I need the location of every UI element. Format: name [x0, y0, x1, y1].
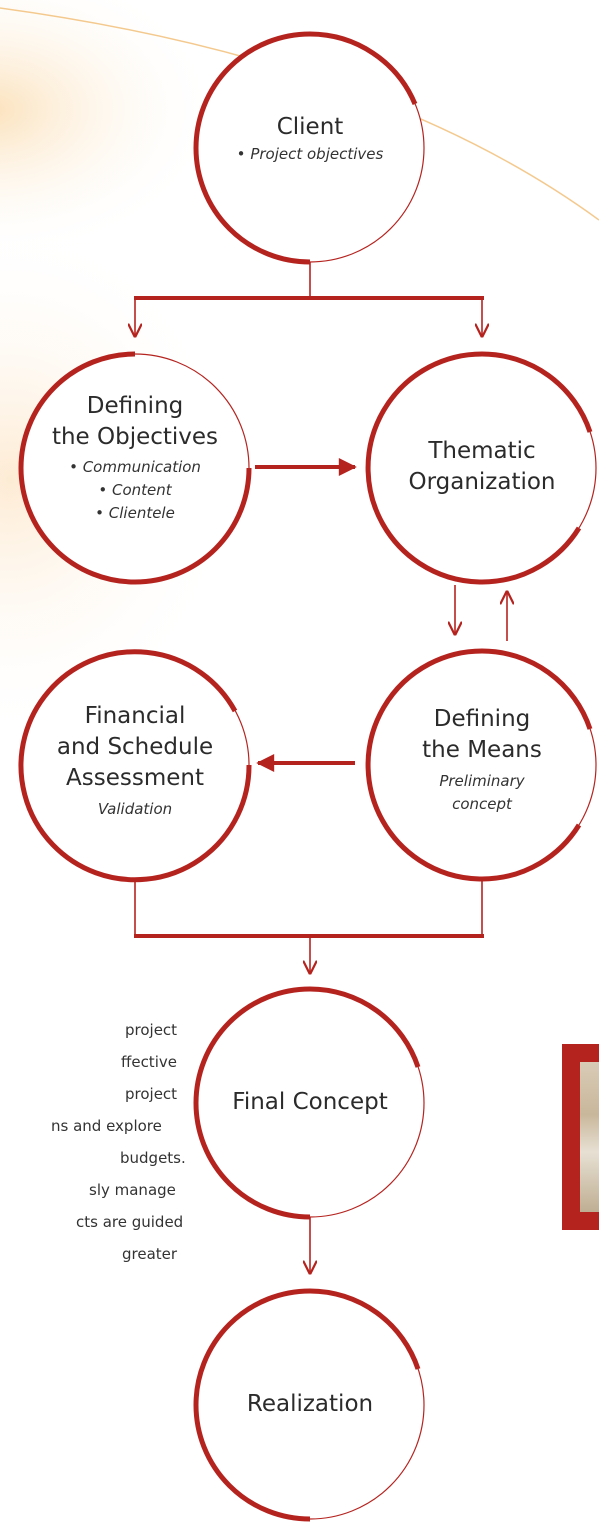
node-means-note-line-1: Preliminary	[439, 772, 525, 790]
bullet-glyph: •	[236, 145, 246, 163]
node-financial-title-line-3: Assessment	[66, 765, 204, 791]
side-text-line-2: ffective	[121, 1053, 177, 1071]
node-means-title-line-2: the Means	[422, 737, 542, 763]
node-thematic: Thematic Organization	[382, 436, 582, 498]
node-financial: Financial and Schedule Assessment Valida…	[35, 701, 235, 821]
connector-merge-to-final	[134, 879, 484, 973]
photo-image	[580, 1062, 599, 1212]
node-financial-note: Validation	[97, 800, 173, 818]
node-final-title: Final Concept	[232, 1089, 388, 1115]
side-text-line-8: greater	[122, 1245, 178, 1263]
node-circle-thematic	[365, 351, 597, 585]
node-realization: Realization	[210, 1389, 410, 1420]
node-client-item: • Project objectives	[236, 145, 384, 163]
photo-frame	[562, 1044, 599, 1230]
node-objectives-title-line-2: the Objectives	[51, 424, 219, 450]
node-circle-means	[365, 648, 597, 882]
node-financial-title-line-2: and Schedule	[56, 734, 214, 760]
side-text-line-5: budgets.	[120, 1149, 185, 1167]
node-client-title: Client	[276, 114, 344, 140]
node-objectives-item-2: • Content	[98, 481, 172, 499]
node-objectives-title-line-1: Defining	[86, 393, 184, 419]
node-circle-objectives	[18, 351, 252, 585]
side-text-line-7: cts are guided	[76, 1213, 184, 1231]
node-means-note-line-2: concept	[452, 795, 512, 813]
node-objectives: Defining the Objectives • Communication …	[35, 391, 235, 525]
node-client: Client • Project objectives	[210, 112, 410, 166]
node-means: Defining the Means Preliminary concept	[382, 704, 582, 816]
side-text-line-1: project	[125, 1021, 178, 1039]
node-objectives-item-1: • Communication	[69, 458, 201, 476]
connector-client-split	[134, 262, 484, 336]
node-circle-client	[193, 31, 425, 265]
side-text-line-4: ns and explore	[51, 1117, 162, 1135]
side-body-text: project ffective project ns and explore …	[0, 1014, 185, 1270]
node-objectives-item-3: • Clientele	[95, 504, 175, 522]
node-financial-title-line-1: Financial	[84, 703, 186, 729]
side-text-line-3: project	[125, 1085, 178, 1103]
side-text-line-6: sly manage	[89, 1181, 176, 1199]
node-means-title-line-1: Defining	[433, 706, 531, 732]
node-final: Final Concept	[200, 1087, 420, 1118]
node-thematic-title-line-1: Thematic	[428, 438, 536, 464]
node-circle-realization	[193, 1288, 425, 1522]
glow-top-left	[0, 0, 220, 260]
node-realization-title: Realization	[246, 1391, 374, 1417]
node-thematic-title-line-2: Organization	[408, 469, 556, 495]
